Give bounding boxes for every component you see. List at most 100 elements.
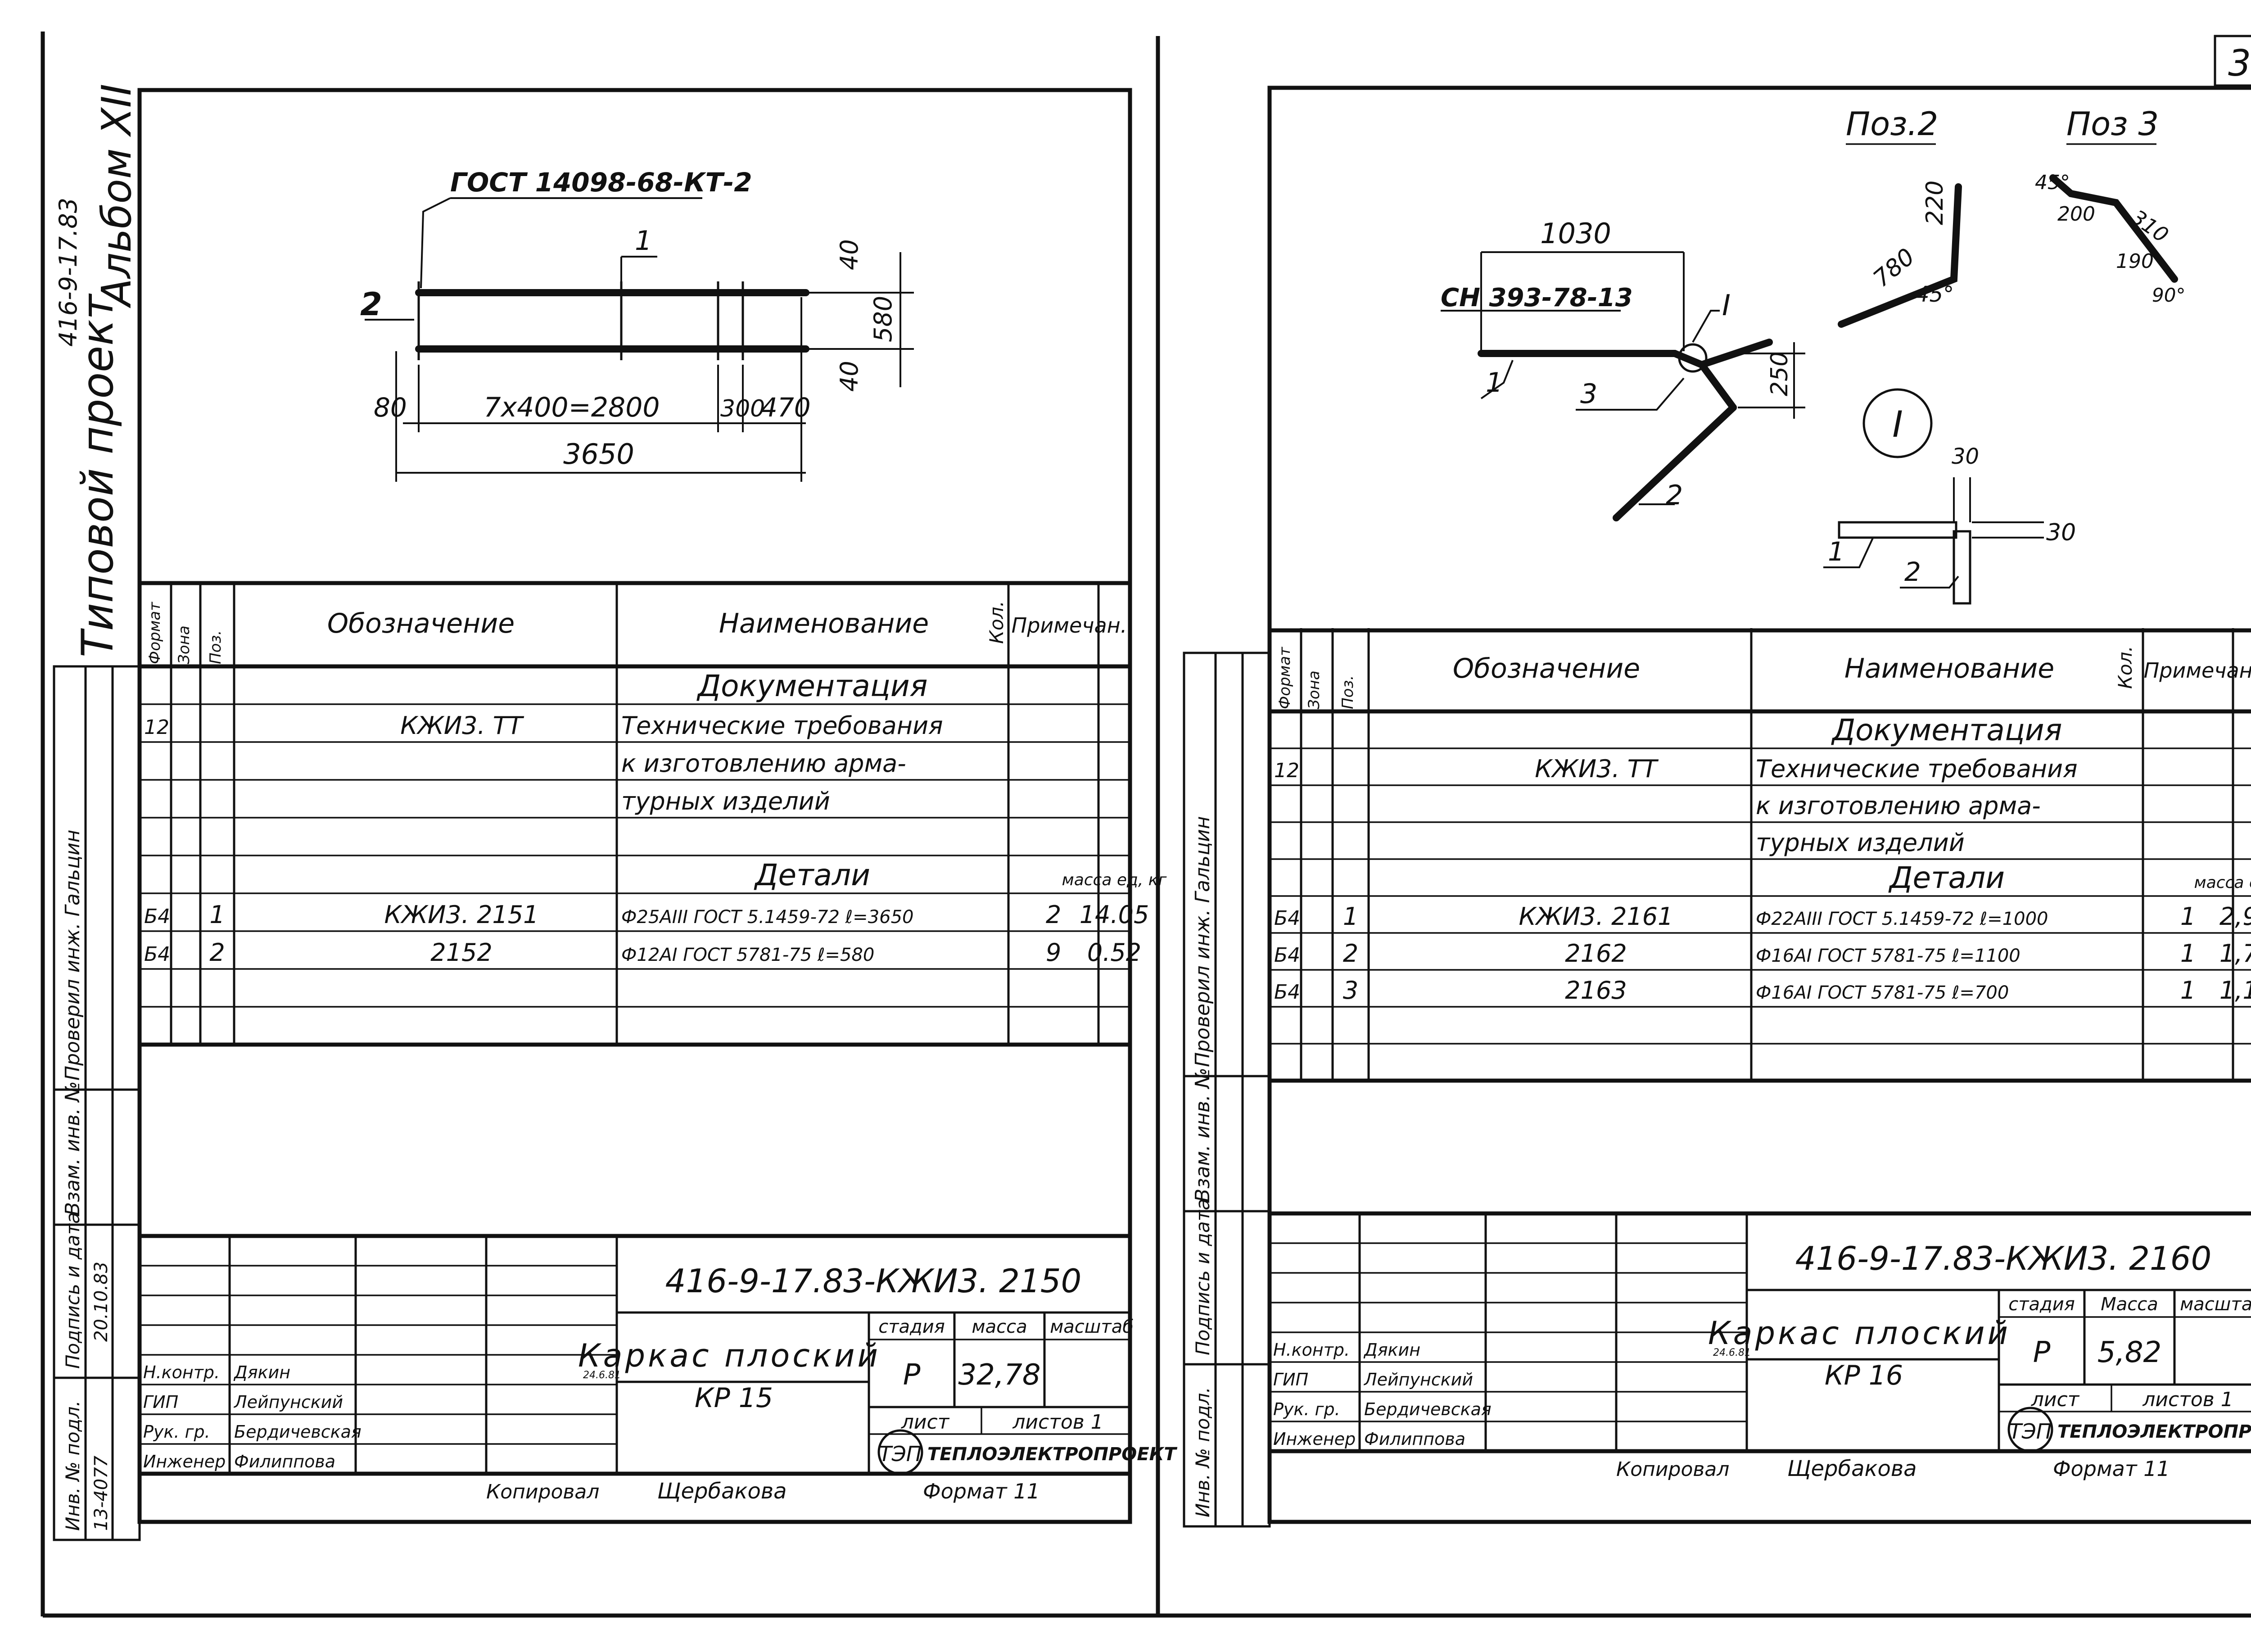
h-name: Наименование [719,608,929,639]
cell-name: Детали [1888,860,2005,895]
dim-220: 220 [1921,181,1948,225]
tb-date: 24.6.81 [583,1370,621,1381]
cell-name: к изготовлению арма- [621,749,906,778]
stamp-sign-date: Подпись и дата [62,1212,84,1369]
p3-45: 45° [2035,171,2070,194]
cell-pos: 1 [1343,902,1358,931]
h-zone: Зона [175,625,193,664]
cell-qty: 1 [2180,976,2196,1005]
cell-format: Б4 [1274,907,1300,930]
p3-200: 200 [2057,203,2095,226]
detail-label-2: 2 [1904,557,1921,587]
stamp-inv: Инв. № подл. [62,1400,84,1531]
sheet2-table-header: Формат Зона Поз. Обозначение Наименовани… [1270,628,2251,714]
p3-90: 90° [2152,284,2185,306]
tb-role: ГИП [143,1392,178,1412]
tb-person: Дякин [233,1362,290,1382]
sn-label: СН 393-78-13 [1441,283,1633,312]
tb-role: Рук. гр. [1273,1399,1340,1419]
tb-name-line2: КР 16 [1825,1360,1903,1391]
detail-I: I [1892,403,1903,445]
tb-mass: 5,82 [2097,1336,2162,1369]
sk-label-2: 2 [1666,480,1683,511]
tb-person: Филиппова [234,1452,335,1471]
cell-note: 1,10 [2219,976,2251,1005]
cell-note: 1,74 [2219,939,2251,968]
tb-company: ТЕПЛОЭЛЕКТРОПРОЕКТ [2057,1421,2251,1442]
tb-person: Лейпунский [1363,1370,1473,1389]
cell-pos: 3 [1343,976,1358,1005]
r-stamp-sign-date: Подпись и дата [1192,1199,1214,1355]
r-stamp-inv: Инв. № подл. [1192,1387,1214,1517]
dim-total: 3650 [563,438,634,471]
sheet2-drawing: 1030 СН 393-78-13 I 1 3 2 250 Поз.2 220 … [1441,105,2185,605]
cell-name: Ф12АI ГОСТ 5781-75 ℓ=580 [621,945,874,965]
h2-note: Примечан. [2144,658,2251,683]
roman-I: I [1722,289,1731,322]
p3-190: 190 [2116,250,2154,273]
tb-code: 416-9-17.83-КЖИ3. 2160 [1795,1240,2212,1277]
dim-40-top: 40 [835,239,863,270]
cell-qty: 2 [1046,901,1061,929]
pos-label-2: 2 [360,286,382,323]
tb-role: Н.контр. [143,1362,220,1382]
cell-pos: 2 [1343,939,1358,968]
company-logo: ТЭП [877,1429,923,1475]
sk-label-3: 3 [1580,378,1597,410]
right-stamp-strip: Проверил инж. Гальцин Взам. инв. № Подпи… [1183,652,1271,1528]
tb-role: Н.контр. [1273,1340,1350,1360]
tb-name-line2: КР 15 [695,1382,773,1414]
tb-sheets-label: листов 1 [1012,1411,1103,1434]
tb-stage: Р [903,1358,921,1392]
cell-designation: КЖИ3. 2151 [384,901,538,929]
dim-470: 470 [761,392,811,423]
tb-copied-name: Щербакова [1787,1456,1917,1481]
cell-format: Б4 [144,943,170,966]
stamp-sign-value: 20.10.83 [91,1262,112,1342]
gost-label: ГОСТ 14098-68-КТ-2 [450,167,752,198]
logo-glyph: ТЭП [2009,1419,2052,1444]
cell-format: Б4 [1274,944,1300,967]
cell-name: Детали [754,858,870,892]
h-note: Примечан. [1012,613,1127,638]
cell-designation: 2163 [1565,976,1627,1005]
cell-format: 12 [144,716,169,739]
tb-code: 416-9-17.83-КЖИ3. 2150 [665,1262,1082,1300]
cell-format: Б4 [144,905,170,928]
tb-sheets-label: листов 1 [2142,1388,2233,1411]
cell-qty: 1 [2180,939,2196,968]
tb-sheet-label: лист [2031,1388,2080,1411]
dim-1030: 1030 [1540,217,1611,250]
cell-designation: КЖИ3. 2161 [1519,902,1673,931]
cell-name: турных изделий [1756,828,1965,857]
logo-glyph: ТЭП [879,1442,922,1466]
cell-designation: КЖИ3. ТТ [1535,755,1659,783]
tb-role: Инженер [143,1452,226,1471]
h-qty: Кол. [985,601,1008,644]
dim-spacing: 7х400=2800 [484,392,660,423]
tb-sheet-label: лист [901,1411,950,1434]
tb-copied-label: Копировал [1616,1458,1729,1481]
cell-name: к изготовлению арма- [1756,792,2041,820]
h2-zone: Зона [1305,670,1323,709]
cell-name: Технические требования [621,711,943,740]
tb-copied-label: Копировал [486,1480,599,1503]
h-pos: Поз. [207,630,225,664]
tb-copied-name: Щербакова [657,1479,787,1504]
h2-designation: Обозначение [1453,653,1640,684]
tb-scale-label: масштаб [2180,1294,2251,1315]
tb-mass: 32,78 [958,1358,1040,1392]
page-number: 36 [2228,42,2251,84]
dim-40-bottom: 40 [835,361,863,392]
cell-qty: 1 [2180,902,2196,931]
cell-designation: 2152 [430,938,492,967]
tb-scale-label: масштаб [1050,1317,1134,1337]
r-stamp-checked: Проверил инж. Гальцин [1191,816,1214,1067]
dim-300: 300 [720,395,765,422]
tb-person: Лейпунский [233,1392,343,1412]
detail-label-1: 1 [1828,536,1844,567]
album-label: Альбом XII [93,84,140,308]
